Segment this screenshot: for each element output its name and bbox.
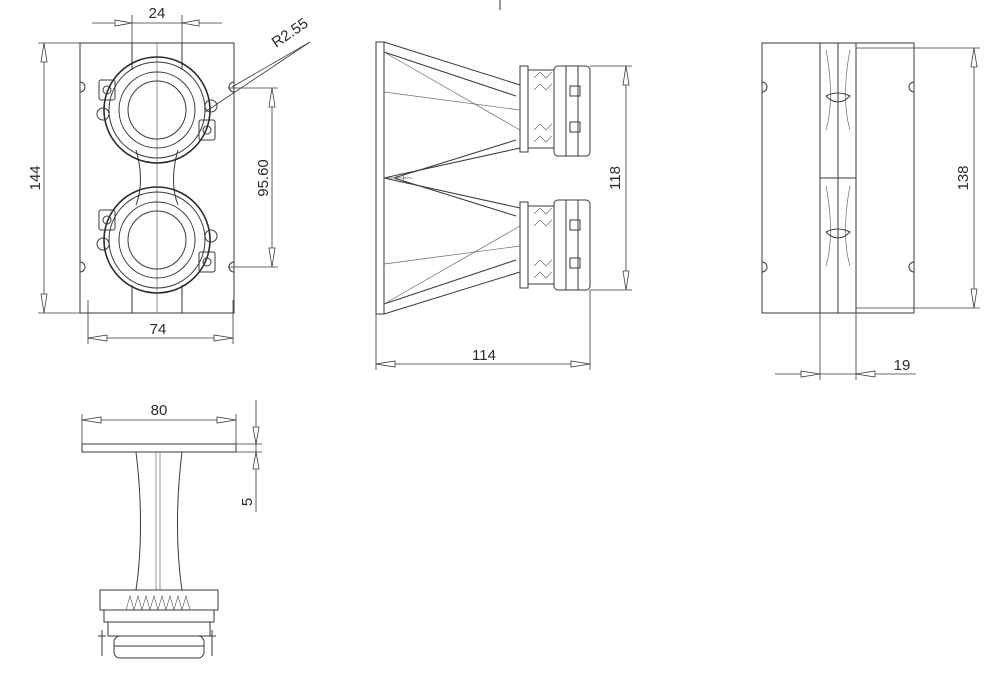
front-view: 24 R2.55 144 95.60 [27,5,311,344]
side-view: 118 114 [375,41,632,370]
side-upper-driver [519,65,591,157]
dim-label-114: 114 [472,347,496,364]
rear-view: 138 19 [761,42,980,380]
dim-label-118: 118 [607,166,624,190]
top-magnet [113,635,205,659]
dim-rear-height: 138 [856,47,980,309]
dim-label-80: 80 [151,402,168,419]
horn-center-wedge-inner [393,139,517,217]
lower-driver [96,186,218,294]
dim-label-19: 19 [894,357,911,374]
dim-top-width: 80 [81,402,237,444]
side-lower-driver [519,199,591,291]
dim-front-top-width: 24 [92,5,222,43]
dim-front-radius: R2.55 [204,15,312,113]
dim-label-74: 74 [150,321,167,338]
top-flange [81,443,237,453]
horn-center-wedge [383,147,521,209]
side-flange [375,41,385,315]
dim-label-144: 144 [27,165,44,190]
dim-side-depth: 114 [375,290,591,370]
dim-front-bottom-width: 74 [87,300,234,344]
dim-label-24: 24 [149,5,166,22]
dim-label-r255: R2.55 [269,15,312,51]
dim-label-5: 5 [239,498,256,506]
notch-left-top [79,81,86,93]
throat-waist [135,149,179,206]
horn-diag [383,51,521,305]
notch-left-bottom [79,261,86,273]
dim-top-flange: 5 [236,400,262,512]
throat-top [131,43,183,70]
dim-label-138: 138 [955,165,972,190]
horn-diag-2 [383,91,521,265]
top-view: 80 5 [81,400,262,659]
top-neck [135,451,183,591]
upper-driver [96,56,218,164]
dim-label-9560: 95.60 [255,159,272,197]
dim-front-height: 144 [27,42,80,314]
throat-bottom [131,285,183,313]
notch-right-top [228,81,235,93]
dim-front-spacing: 95.60 [228,87,278,268]
horn-outer [383,41,521,315]
horn-outer-inner [383,51,517,305]
dim-rear-width: 19 [775,313,916,380]
dim-side-height: 118 [590,65,632,291]
